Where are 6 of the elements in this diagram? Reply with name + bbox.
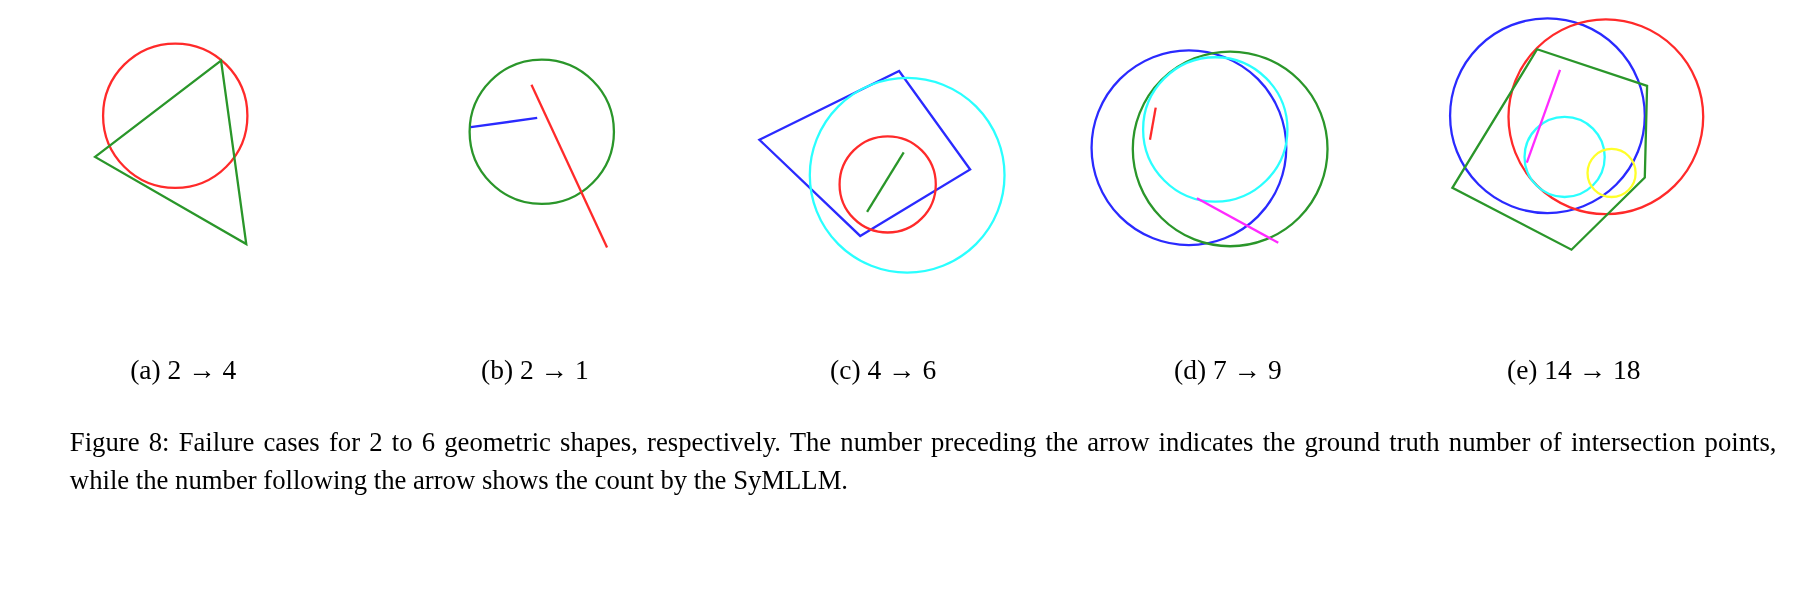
subfigure-caption: (e) 14 → 18 bbox=[1507, 355, 1641, 386]
figure-caption: Figure 8: Failure cases for 2 to 6 geometric shapes, respectively. The number preceding the arrow indicates the ground truth number of intersection points, while the number following the arrow shows the count by the SyMLLM. bbox=[69, 426, 1777, 497]
subfigure-caption: (b) 2 → 1 bbox=[481, 355, 589, 386]
subfigure-caption: (a) 2 → 4 bbox=[130, 355, 237, 386]
subfigure-caption: (d) 7 → 9 bbox=[1174, 355, 1282, 386]
subfigure-caption: (c) 4 → 6 bbox=[830, 355, 937, 386]
